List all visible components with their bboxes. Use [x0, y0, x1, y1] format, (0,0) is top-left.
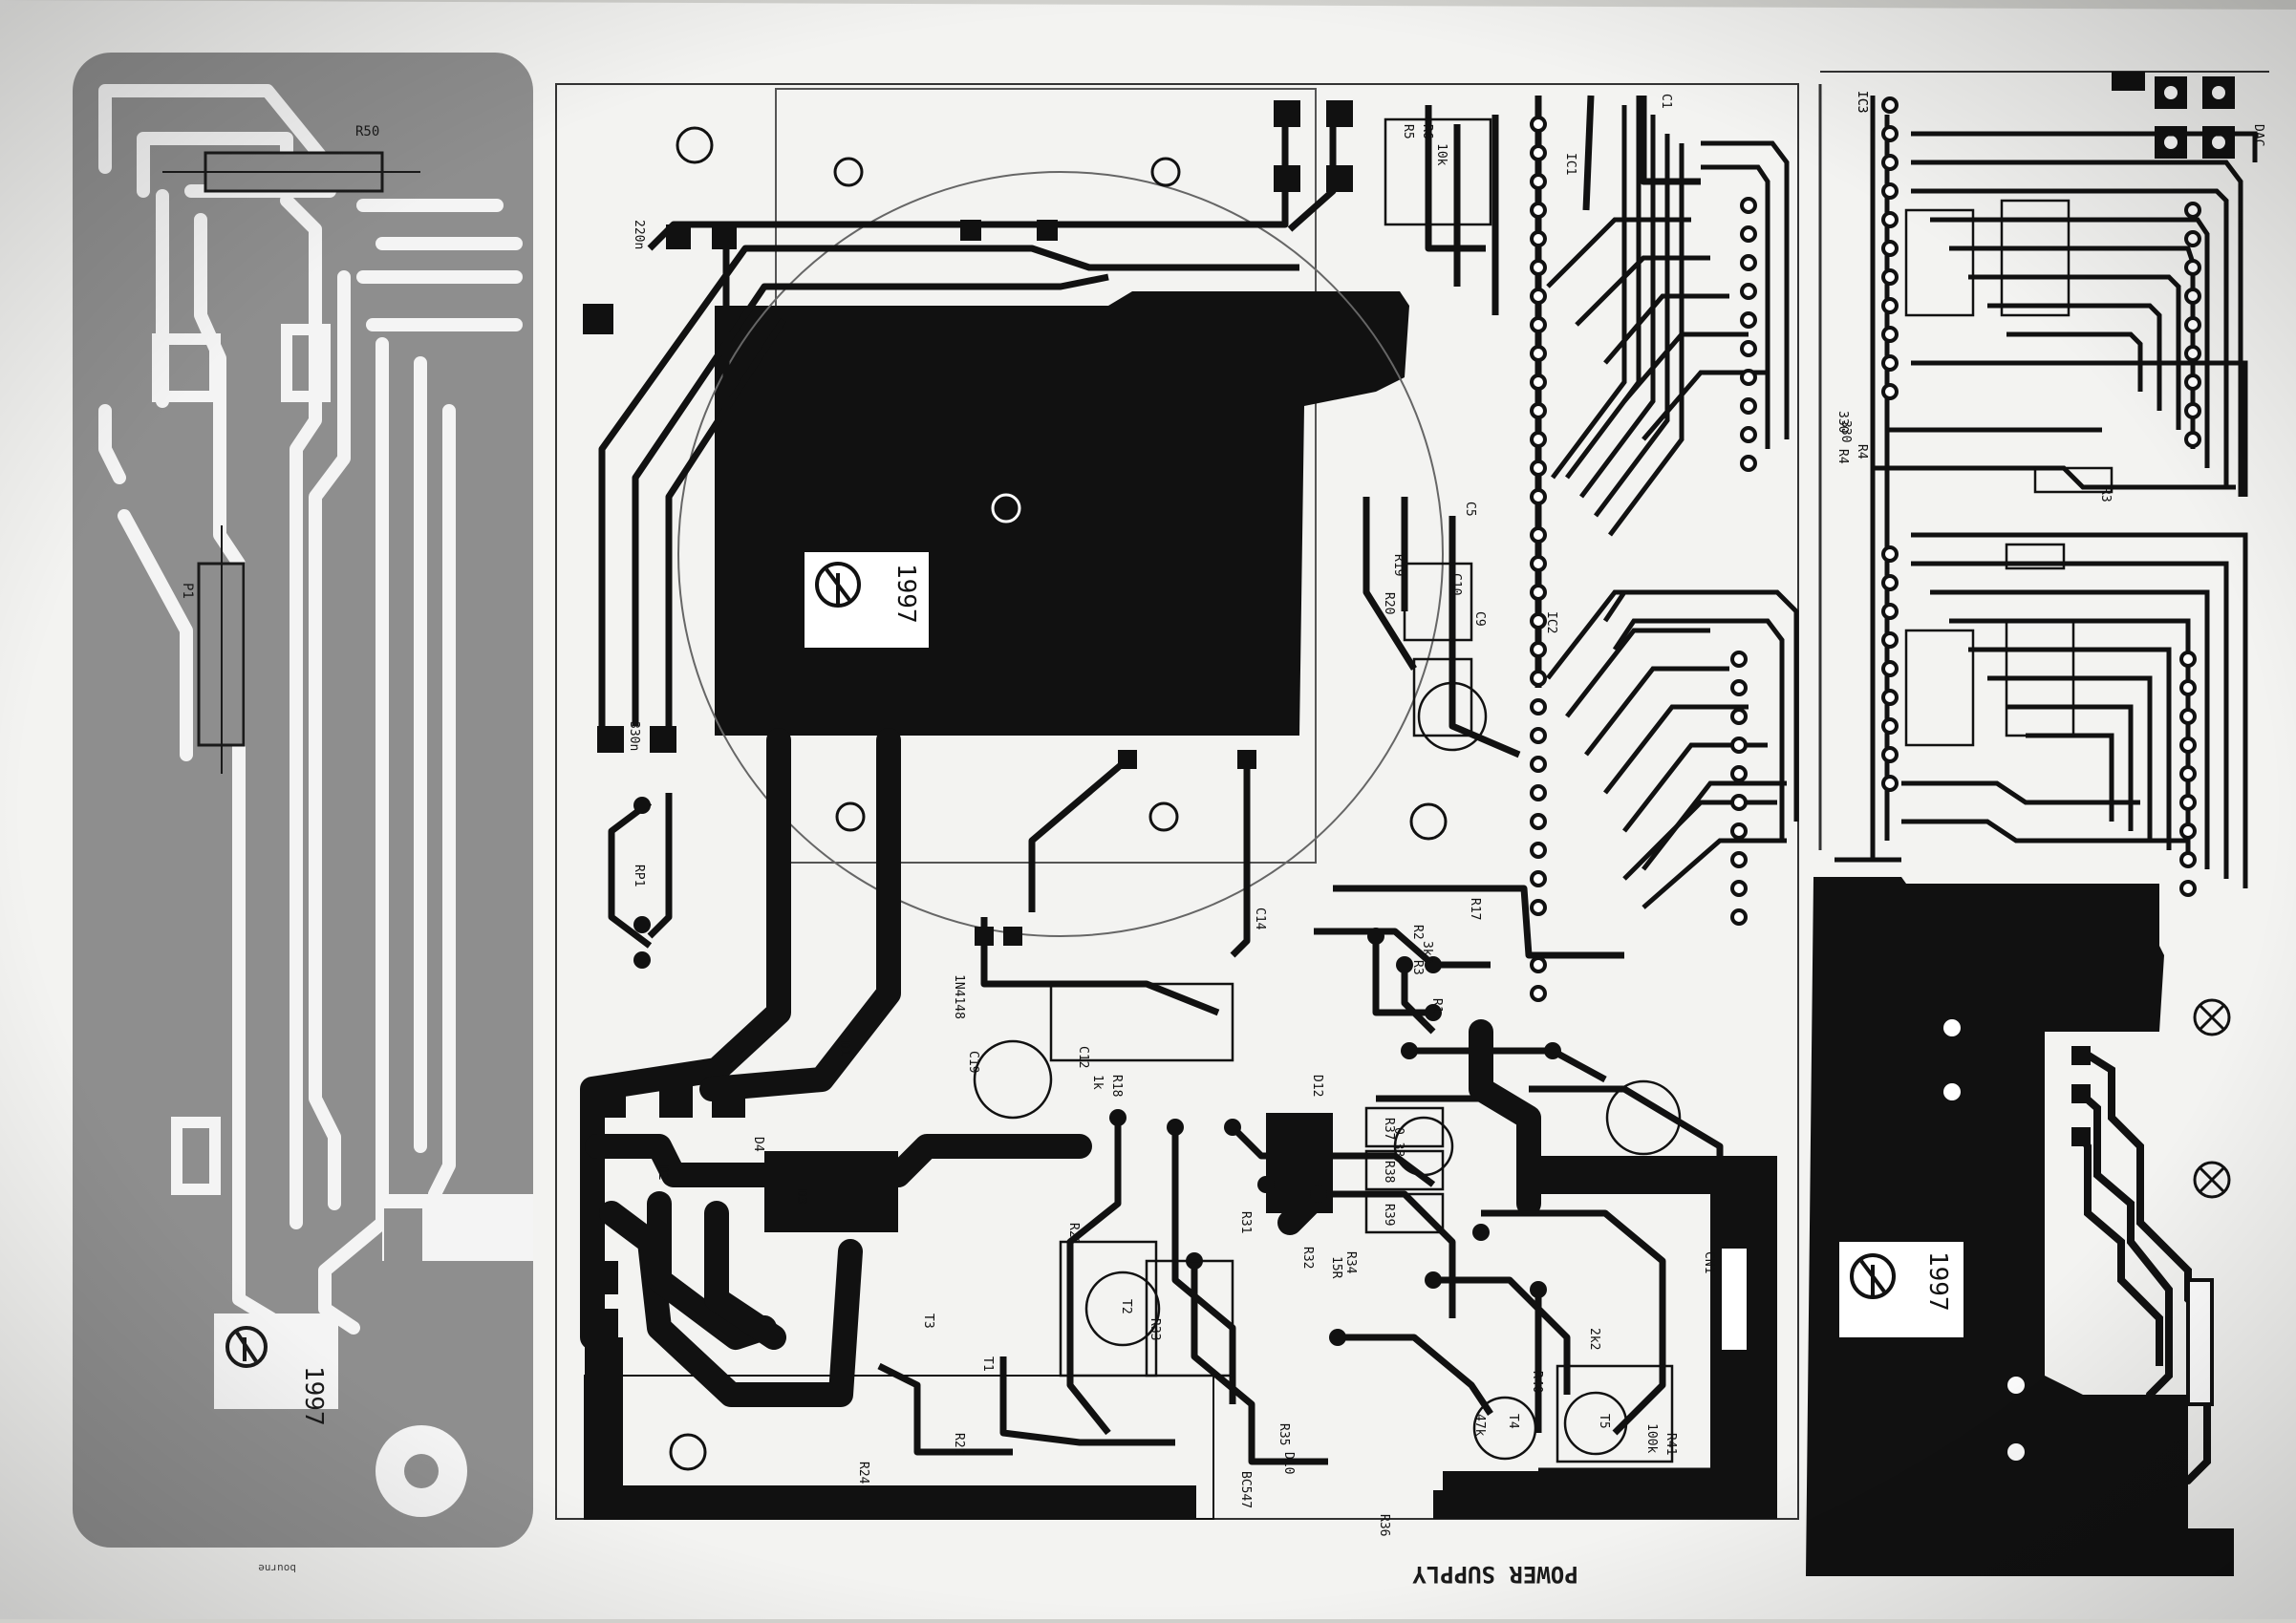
label-right-ic3: IC3	[1855, 91, 1869, 113]
label-ic2: IC2	[1544, 611, 1558, 633]
logo-right: 1997	[1839, 1242, 1963, 1337]
label-r38: R38	[1382, 1161, 1396, 1183]
label-r35: R35	[1277, 1423, 1291, 1445]
label-d1: D1	[837, 1041, 851, 1057]
logo-year-left: 1997	[299, 1366, 328, 1426]
label-r34: R34	[1343, 1251, 1358, 1274]
label-0-33: 0,33	[1391, 1127, 1405, 1157]
label-t1: T1	[980, 1356, 995, 1372]
label-r6: R6	[1420, 124, 1434, 139]
label-r20: R20	[1382, 592, 1396, 614]
label-r4: R4	[1835, 449, 1850, 464]
label-10k: 10k	[1434, 143, 1448, 166]
label-d12: D12	[1310, 1075, 1324, 1097]
mounting-hole-left	[376, 1425, 467, 1517]
label-d2: D2	[655, 1165, 670, 1181]
label-r40: R40	[1530, 1371, 1544, 1393]
label-220n: 220n	[632, 220, 646, 249]
label-t3: T3	[921, 1313, 935, 1329]
label-c9: C9	[1472, 611, 1487, 627]
label-ic1: IC1	[1563, 153, 1577, 175]
label-t2: T2	[1119, 1299, 1133, 1314]
label-3k3: 3k3	[1420, 941, 1434, 963]
label-r33: R33	[1148, 1318, 1162, 1340]
label-r36: R36	[1377, 1514, 1391, 1536]
label-1n4148: 1N4148	[952, 974, 966, 1019]
label-rp1: RP1	[632, 865, 646, 886]
label-cn1: CN1	[1702, 1251, 1716, 1273]
label-r5: R5	[1401, 124, 1415, 139]
label-r39: R39	[1382, 1204, 1396, 1226]
label-c10: C10	[1448, 573, 1463, 595]
label-right-330: 330	[1838, 420, 1853, 442]
label-r31: R31	[1238, 1211, 1253, 1233]
label-right-r4: R4	[1855, 444, 1869, 459]
label-c14: C14	[1253, 908, 1267, 930]
logo-year-main: 1997	[891, 564, 920, 624]
label-d3: D3	[794, 1189, 808, 1205]
panel-main-caption: POWER SUPPLY	[1412, 1561, 1578, 1588]
label-r24: R24	[856, 1462, 870, 1484]
label-t5: T5	[1597, 1414, 1611, 1429]
label-d10: D10	[1281, 1452, 1296, 1474]
label-1k: 1k	[1090, 1075, 1105, 1090]
label-bc547: BC547	[1238, 1471, 1253, 1508]
label-330n: 330n	[627, 721, 641, 751]
logo-year-right: 1997	[1923, 1251, 1952, 1312]
label-r19: R19	[1391, 554, 1405, 576]
label-r21: R21	[1066, 1223, 1081, 1245]
label-r22: R22	[952, 1433, 966, 1455]
panel-left-footer: bourne	[258, 1562, 296, 1574]
label-100k: 100k	[1644, 1423, 1659, 1453]
label-47k: 47k	[1472, 1414, 1487, 1437]
logo-left: 1997	[214, 1313, 338, 1426]
label-c1: C1	[1659, 94, 1673, 109]
label-r18: R18	[1109, 1075, 1124, 1097]
part-label: P1	[180, 583, 195, 599]
label-c12: C12	[1076, 1046, 1090, 1068]
label-r32: R32	[1300, 1247, 1315, 1269]
logo-main: 1997	[805, 552, 929, 648]
label-right-r3: R3	[2098, 487, 2113, 502]
label-r41: R41	[1663, 1433, 1678, 1455]
label-r2: R2	[1410, 925, 1425, 940]
label-c19: C19	[966, 1051, 980, 1073]
label-r1: R1	[1429, 998, 1444, 1014]
label-2k2: 2k2	[1587, 1328, 1601, 1350]
label-c5: C5	[1463, 502, 1477, 517]
resistor-label: R50	[355, 124, 379, 139]
label-15r: 15R	[1329, 1256, 1343, 1279]
label-t4: T4	[1506, 1414, 1520, 1429]
label-d4: D4	[751, 1137, 765, 1152]
label-r17: R17	[1468, 898, 1482, 920]
panel-left-copper: R50 P1 1997 bourne	[73, 53, 533, 1574]
